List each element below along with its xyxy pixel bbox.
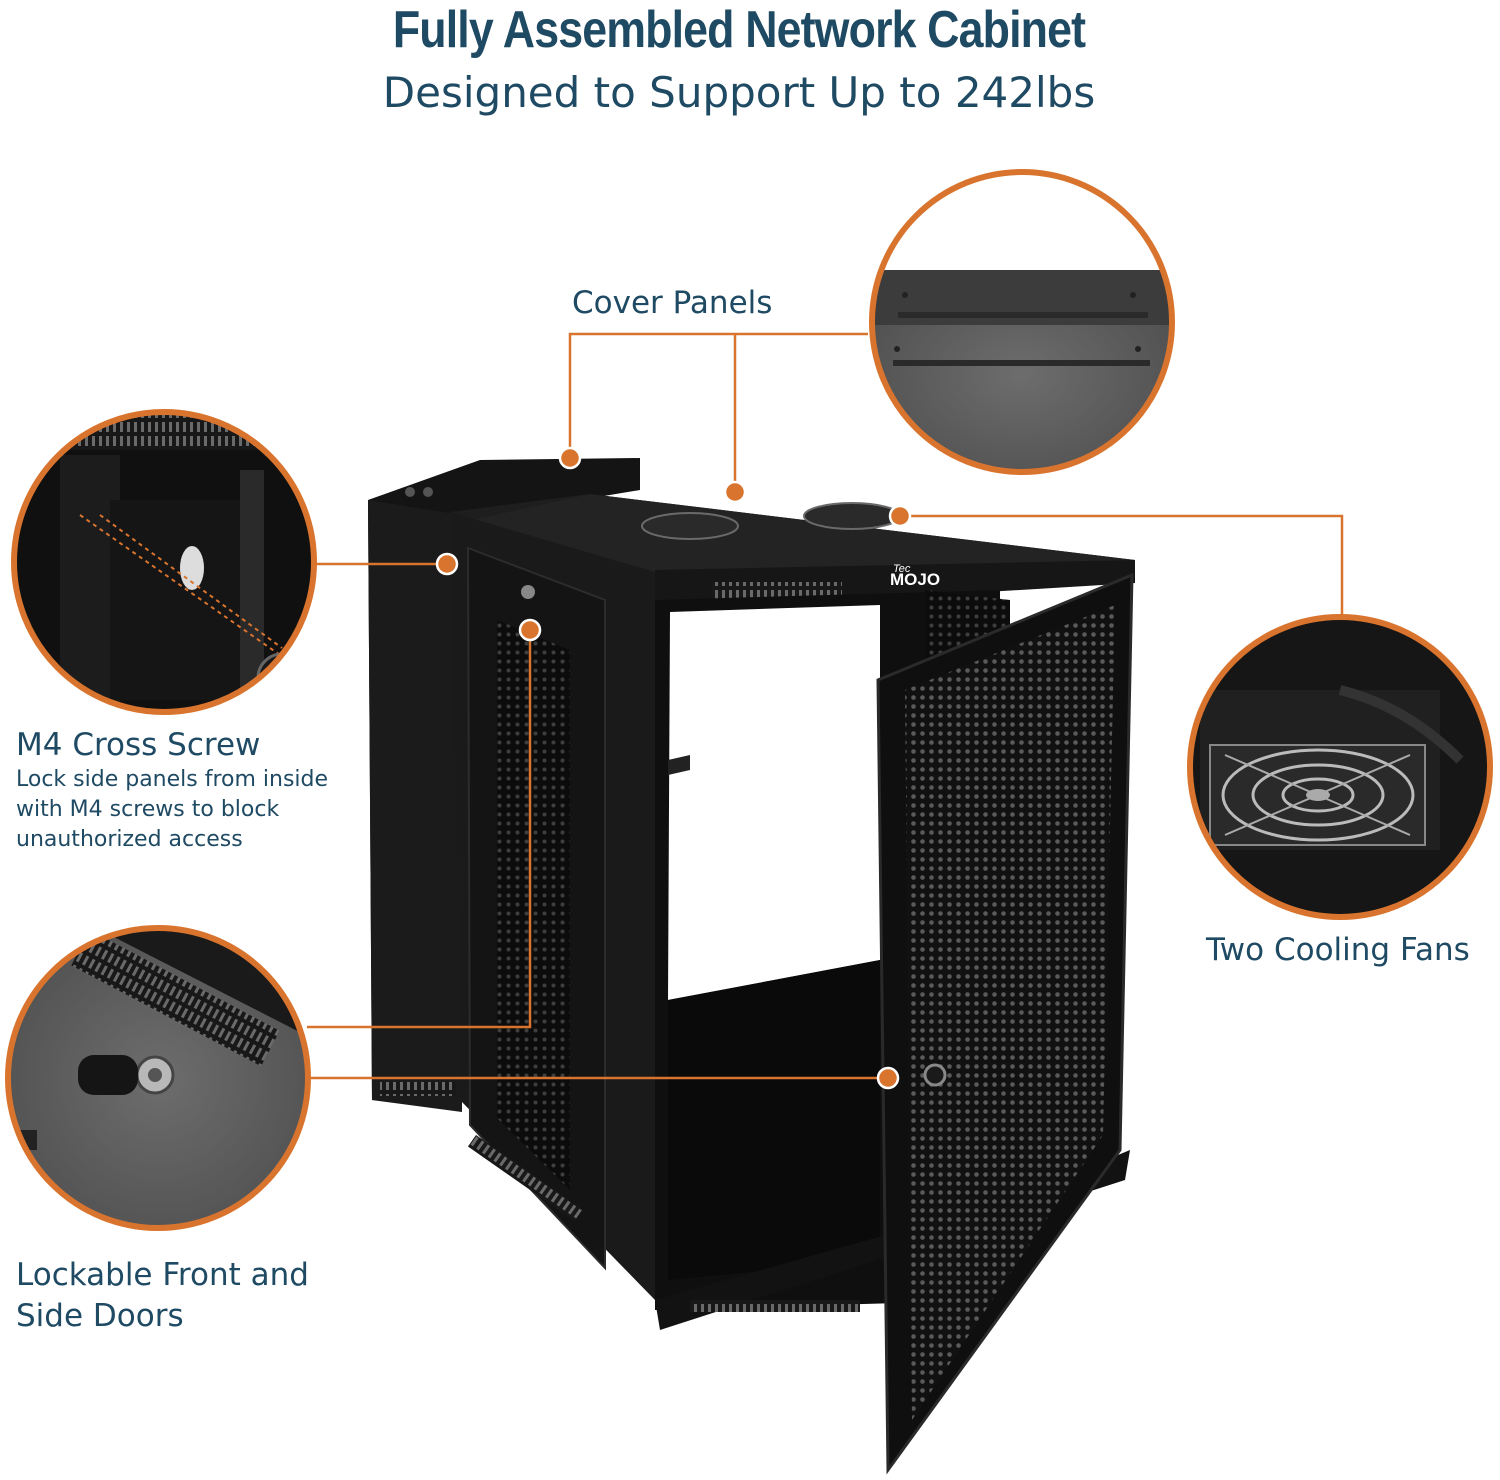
doors-label-line: Side Doors	[16, 1298, 184, 1334]
screw-head	[256, 652, 308, 704]
side-door-lock-dot	[518, 618, 542, 642]
page-subtitle: Designed to Support Up to 242lbs	[382, 68, 1096, 117]
screw-description-line: with M4 screws to block	[16, 797, 280, 822]
fan-zoom	[1187, 614, 1493, 920]
doors-label-line: Lockable Front and	[16, 1257, 309, 1293]
key	[78, 1055, 138, 1095]
screw-label: M4 Cross Screw	[16, 727, 261, 763]
screw-description-line: unauthorized access	[16, 827, 243, 852]
page-title: Fully Assembled Network Cabinet	[392, 1, 1086, 59]
wall-mount-frame	[368, 458, 640, 1112]
fan-guard	[1221, 748, 1415, 842]
connector-lines	[307, 332, 1344, 1080]
cover-panel-dot-top	[723, 480, 747, 504]
front-door-lock-dot	[876, 1066, 900, 1090]
front-door	[876, 572, 1134, 1475]
logo-main-text: MOJO	[890, 570, 940, 589]
cover-panel-dot-side	[558, 446, 582, 470]
cover-panels-label: Cover Panels	[572, 285, 773, 321]
fans-label: Two Cooling Fans	[1206, 932, 1470, 968]
doors-label: Lockable Front and Side Doors	[16, 1255, 309, 1337]
cover-panels-zoom	[869, 169, 1175, 475]
lock-zoom	[5, 925, 311, 1231]
fan-dot	[888, 504, 912, 528]
screw-description: Lock side panels from inside with M4 scr…	[16, 765, 328, 855]
logo-small-text: Tec	[893, 563, 911, 575]
screw-description-line: Lock side panels from inside	[16, 767, 329, 792]
callout-dots	[435, 446, 912, 1090]
screw-dot	[435, 552, 459, 576]
screw-zoom	[11, 409, 317, 715]
